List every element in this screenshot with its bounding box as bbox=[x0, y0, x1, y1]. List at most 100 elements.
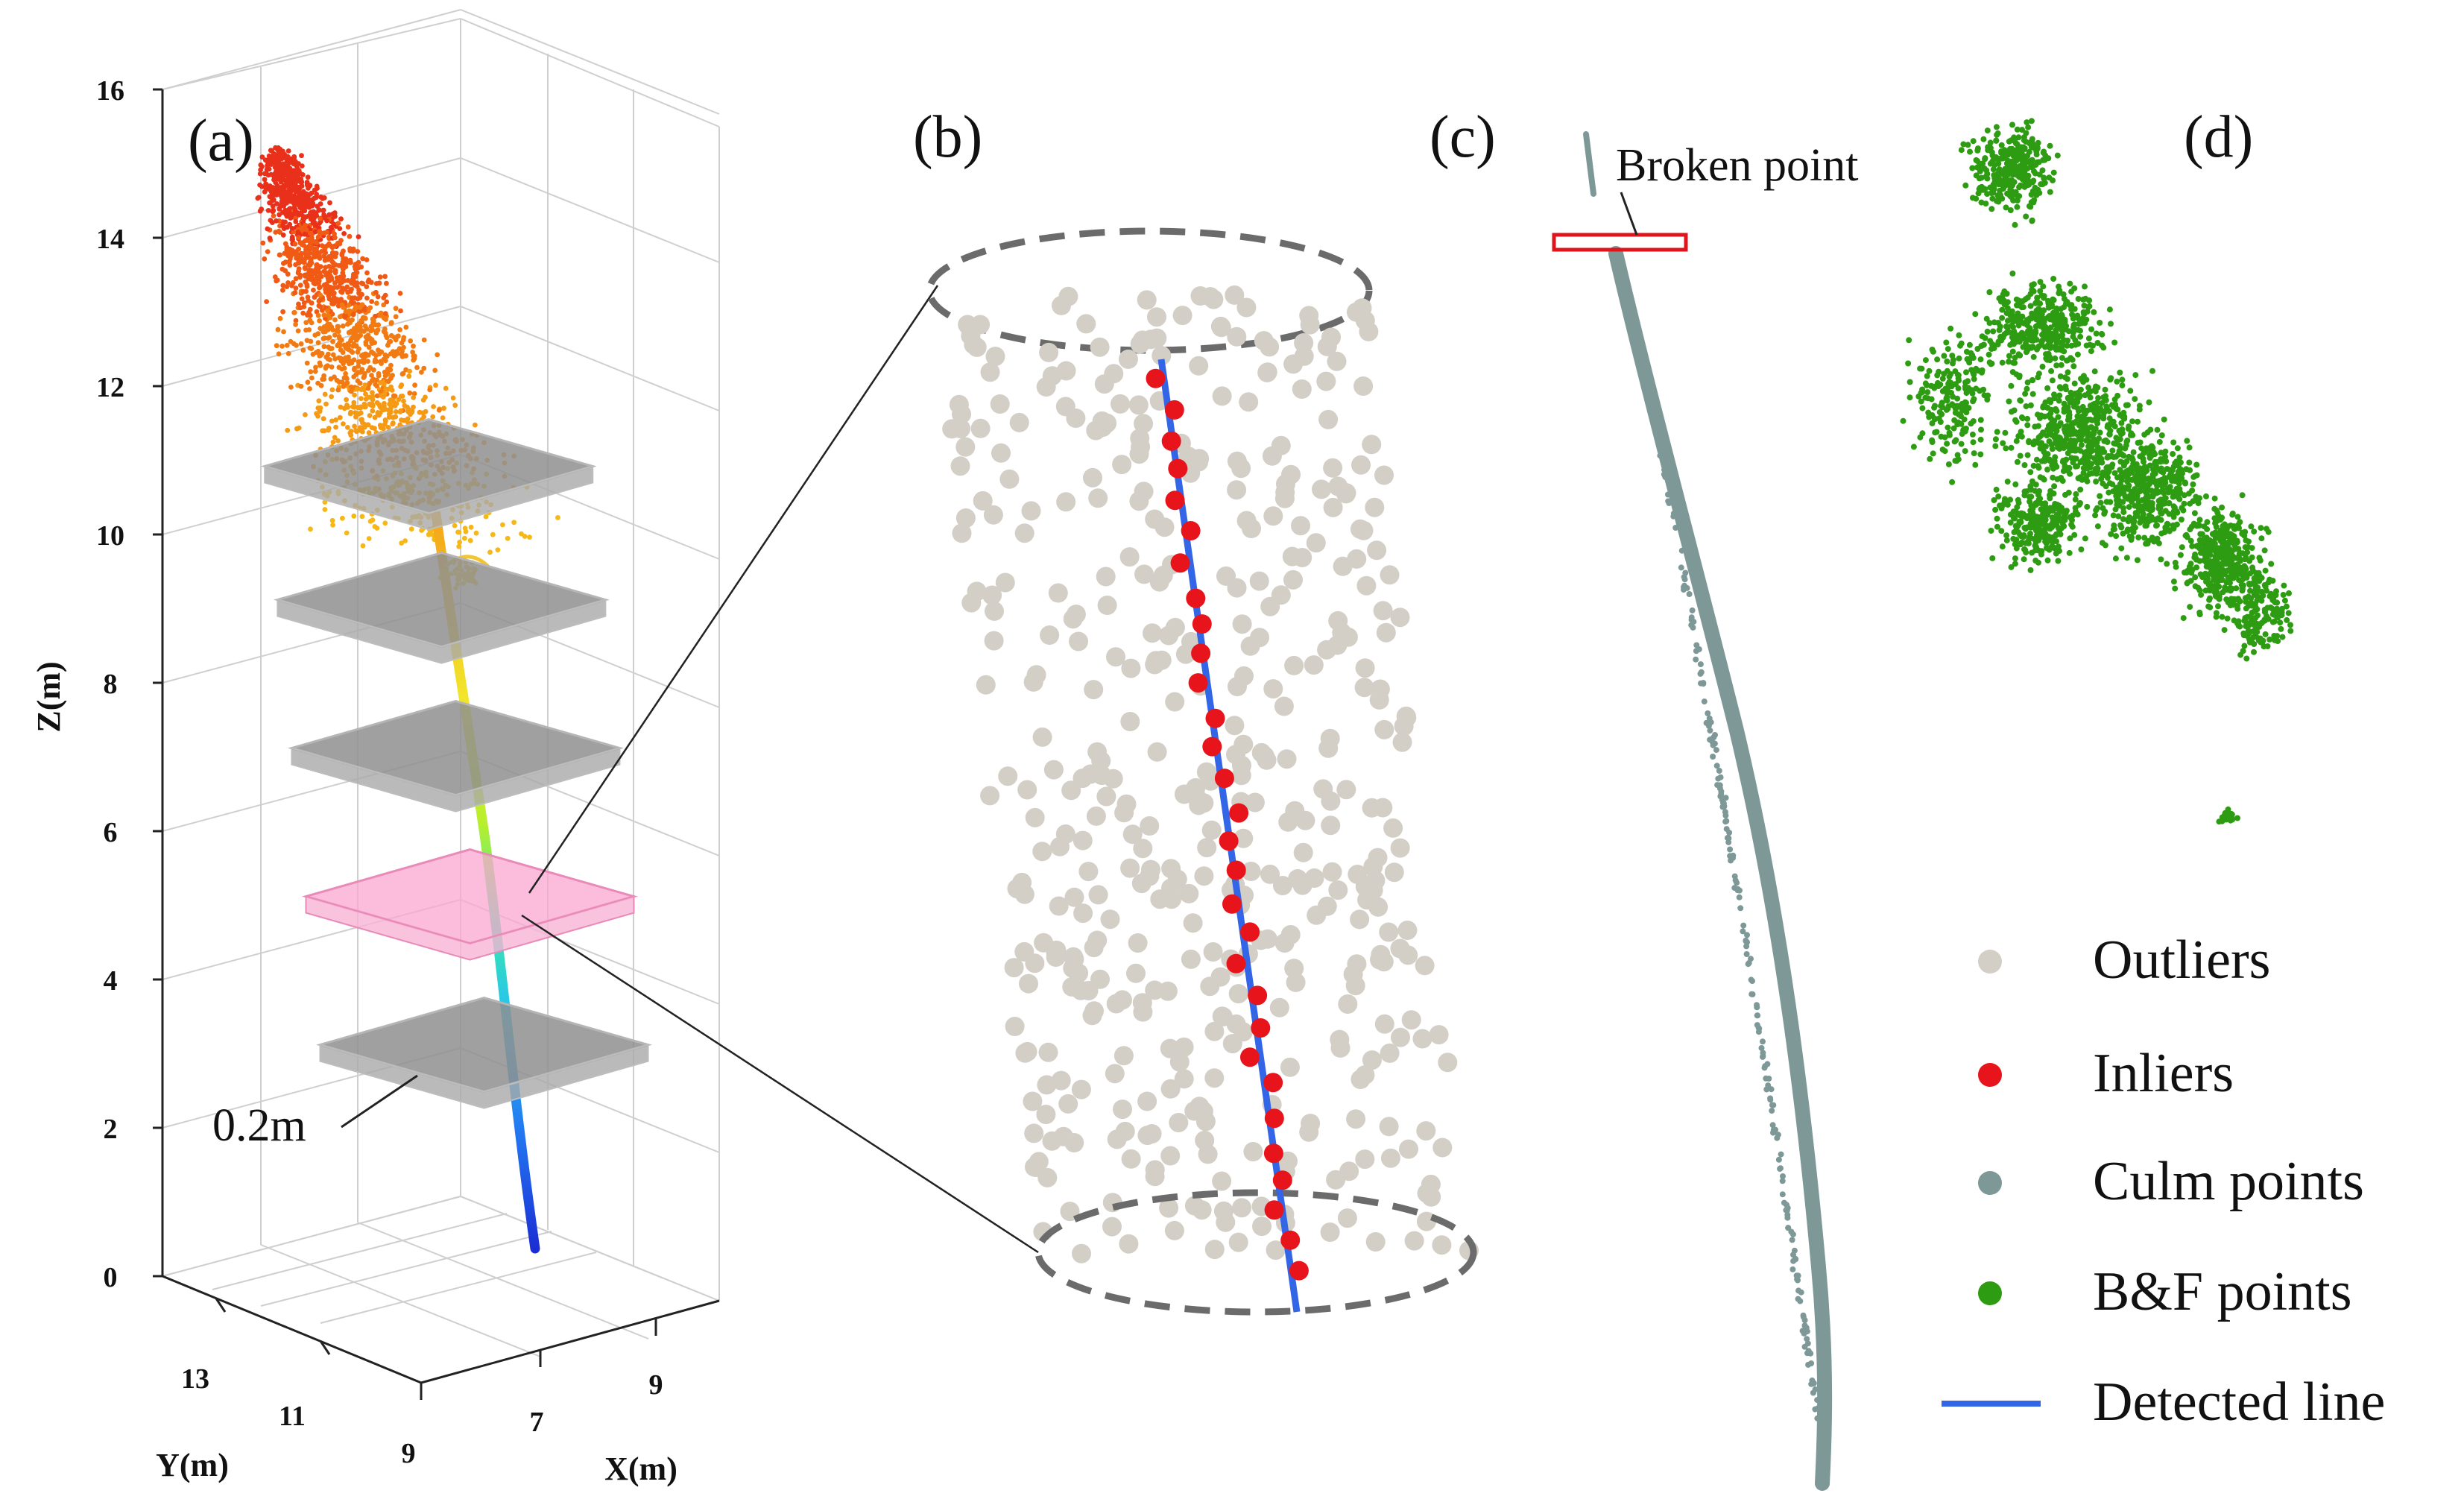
bf-point bbox=[2083, 342, 2090, 349]
canopy-point bbox=[259, 184, 265, 189]
bf-point bbox=[2013, 438, 2020, 444]
bf-point bbox=[2223, 596, 2230, 603]
canopy-point bbox=[299, 153, 304, 159]
culm-point bbox=[1821, 1453, 1828, 1460]
bf-point bbox=[2192, 473, 2199, 479]
z-tick-label: 16 bbox=[96, 75, 124, 107]
outlier-point bbox=[1212, 386, 1232, 406]
bf-point bbox=[2029, 310, 2035, 317]
bf-point bbox=[2077, 333, 2084, 340]
bf-point bbox=[2158, 510, 2165, 517]
bf-point bbox=[2009, 122, 2015, 128]
culm-point bbox=[1779, 1178, 1786, 1184]
bf-point bbox=[2261, 547, 2268, 554]
canopy-point bbox=[398, 384, 404, 389]
bf-point bbox=[2003, 291, 2010, 297]
canopy-point bbox=[296, 194, 301, 200]
canopy-point bbox=[347, 248, 353, 253]
outlier-point bbox=[1141, 859, 1160, 880]
culm-point bbox=[1801, 1322, 1808, 1329]
canopy-point bbox=[292, 242, 298, 247]
outlier-point bbox=[1355, 1149, 1375, 1170]
bf-point bbox=[2134, 493, 2141, 500]
bf-point bbox=[2141, 481, 2148, 488]
outlier-point bbox=[1390, 608, 1410, 628]
canopy-point bbox=[292, 168, 297, 174]
outlier-point bbox=[991, 443, 1011, 463]
canopy-point bbox=[357, 309, 362, 315]
canopy-point bbox=[287, 210, 293, 216]
bf-point bbox=[2251, 529, 2258, 535]
bf-point bbox=[2262, 567, 2269, 574]
bf-point bbox=[2028, 315, 2035, 322]
bf-point bbox=[2022, 296, 2029, 303]
bf-point bbox=[2144, 523, 2150, 529]
inlier-point bbox=[1161, 431, 1181, 451]
outlier-point bbox=[1160, 1079, 1181, 1099]
canopy-point bbox=[297, 283, 303, 288]
canopy-point bbox=[303, 320, 309, 326]
bf-point bbox=[2016, 184, 2023, 191]
bf-point bbox=[2027, 291, 2034, 297]
bf-point bbox=[2020, 334, 2027, 341]
bf-point bbox=[1983, 315, 1990, 322]
canopy-point bbox=[340, 515, 345, 521]
outlier-point bbox=[1380, 1043, 1400, 1063]
bf-point bbox=[2026, 344, 2032, 350]
canopy-point bbox=[274, 190, 280, 195]
canopy-point bbox=[348, 429, 354, 434]
canopy-point bbox=[280, 177, 286, 182]
bf-point bbox=[2227, 602, 2234, 609]
outlier-point bbox=[1162, 889, 1181, 909]
outlier-point bbox=[1169, 1113, 1189, 1132]
bf-point bbox=[2258, 535, 2265, 542]
bf-point bbox=[2043, 334, 2050, 341]
outlier-point bbox=[1317, 640, 1337, 660]
inlier-point bbox=[1240, 922, 1260, 942]
outlier-point bbox=[1069, 631, 1088, 651]
canopy-point bbox=[348, 409, 353, 415]
outlier-point bbox=[1212, 1171, 1232, 1191]
canopy-point bbox=[357, 304, 363, 310]
canopy-point bbox=[402, 403, 408, 408]
bf-point bbox=[2003, 204, 2009, 211]
bf-point bbox=[2053, 327, 2059, 334]
bf-point bbox=[2038, 339, 2045, 346]
bf-point bbox=[2024, 165, 2031, 171]
canopy-point bbox=[267, 236, 273, 241]
canopy-point bbox=[403, 324, 409, 330]
canopy-point bbox=[295, 230, 301, 235]
outlier-point bbox=[1159, 1198, 1179, 1218]
outlier-point bbox=[1323, 497, 1343, 517]
outlier-point bbox=[1204, 1068, 1225, 1088]
outlier-point bbox=[1063, 609, 1083, 629]
outlier-point bbox=[1337, 1208, 1357, 1228]
canopy-point bbox=[336, 263, 342, 268]
outlier-point bbox=[1232, 614, 1252, 634]
outlier-point bbox=[1111, 394, 1130, 414]
canopy-point bbox=[260, 240, 266, 246]
bf-point bbox=[2228, 561, 2235, 567]
bf-point bbox=[2099, 331, 2106, 338]
canopy-point bbox=[276, 351, 282, 357]
outlier-point bbox=[1380, 1148, 1400, 1168]
bf-point bbox=[2046, 456, 2053, 463]
bf-point bbox=[2017, 541, 2024, 548]
canopy-point bbox=[405, 416, 411, 422]
canopy-point bbox=[351, 513, 357, 519]
outlier-point bbox=[1145, 509, 1165, 529]
outlier-point bbox=[1348, 865, 1368, 884]
bf-point bbox=[1999, 543, 2006, 550]
bf-point bbox=[2084, 465, 2091, 472]
culm-point bbox=[1754, 1012, 1761, 1019]
canopy-point bbox=[293, 285, 299, 291]
canopy-point bbox=[353, 330, 358, 336]
outlier-point bbox=[1304, 655, 1324, 675]
canopy-point bbox=[358, 417, 364, 423]
bf-point bbox=[2050, 169, 2057, 176]
canopy-point bbox=[285, 271, 291, 277]
bf-point bbox=[2087, 388, 2094, 395]
culm-point bbox=[1794, 1276, 1801, 1283]
canopy-point bbox=[264, 167, 270, 173]
culm-point bbox=[1713, 747, 1719, 754]
